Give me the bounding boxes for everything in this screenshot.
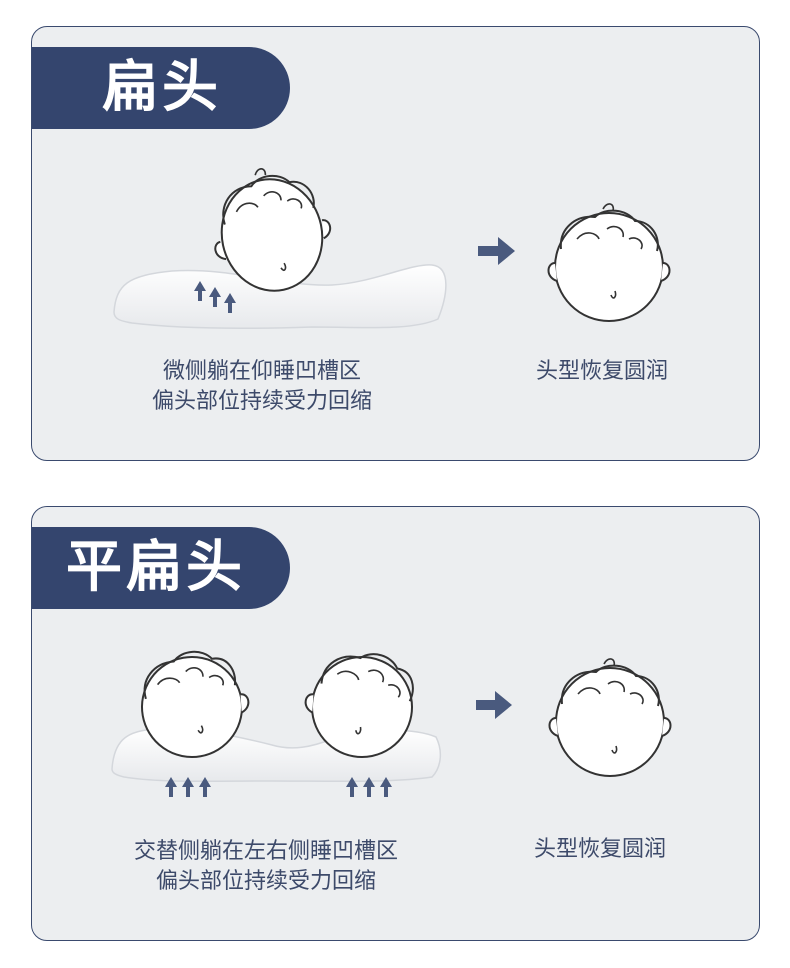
flat-flat-head-illustration: [111, 650, 672, 797]
right-arrow-icon: [476, 691, 512, 719]
baby-head-icon: [304, 653, 414, 758]
caption-line: 偏头部位持续受力回缩: [155, 869, 376, 894]
section-title-tab: 平扁头: [32, 527, 290, 609]
result-caption: 头型恢复圆润: [535, 359, 668, 384]
baby-head-icon: [141, 650, 250, 758]
section-title: 平扁头: [66, 535, 246, 600]
section-title: 扁头: [102, 55, 222, 120]
caption: 交替侧躺在左右侧睡凹槽区 偏头部位持续受力回缩: [116, 837, 416, 897]
caption-line: 微侧躺在仰睡凹槽区: [162, 359, 361, 384]
flat-flat-head-panel: 平扁头: [31, 506, 760, 941]
baby-head-icon: [547, 203, 671, 322]
up-arrow-icon: [194, 281, 236, 313]
result-caption: 头型恢复圆润: [533, 837, 666, 862]
up-arrow-icon: [165, 777, 211, 797]
caption-line: 偏头部位持续受力回缩: [151, 389, 372, 414]
section-title-tab: 扁头: [32, 47, 290, 129]
pillow-icon: [113, 264, 447, 329]
flat-head-illustration: [113, 168, 671, 329]
caption: 微侧躺在仰睡凹槽区 偏头部位持续受力回缩: [142, 357, 382, 417]
caption-line: 交替侧躺在左右侧睡凹槽区: [133, 839, 398, 864]
right-arrow-icon: [478, 237, 515, 265]
flat-head-panel: 扁头: [31, 26, 760, 461]
up-arrow-icon: [346, 777, 392, 797]
baby-head-icon: [214, 168, 332, 292]
baby-head-icon: [548, 658, 672, 777]
